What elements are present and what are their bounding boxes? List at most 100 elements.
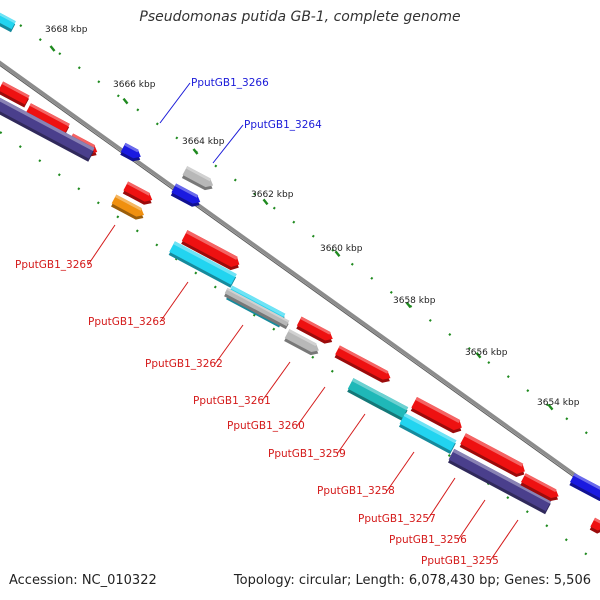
scale-tick (526, 389, 530, 393)
gene-feature (0, 81, 30, 108)
label-leader-line (87, 224, 116, 266)
scale-tick (116, 94, 120, 98)
scale-major-tick (192, 148, 199, 155)
gene-feature (334, 345, 391, 383)
label-leader-line (336, 413, 366, 455)
label-leader-line (386, 451, 415, 492)
scale-label: 3662 kbp (251, 190, 294, 200)
scale-tick (350, 262, 354, 266)
scale-tick (253, 192, 257, 196)
gene-features (0, 10, 600, 534)
scale-tick (77, 66, 81, 70)
scale-major-tick (334, 250, 341, 257)
scale-tick (272, 327, 276, 331)
gene-label: PputGB1_3265 (15, 259, 93, 271)
scale-tick (18, 145, 22, 149)
scale-label: 3656 kbp (465, 348, 508, 358)
gene-feature (120, 142, 141, 162)
scale-major-tick (405, 301, 412, 309)
scale-tick (155, 122, 159, 126)
scale-tick (564, 538, 568, 542)
scale-tick (213, 285, 217, 289)
scale-tick (252, 313, 256, 317)
scale-tick (292, 220, 296, 224)
gene-feature (181, 166, 214, 191)
gene-feature (589, 517, 600, 534)
gene-feature (520, 473, 559, 502)
gene-feature (122, 181, 153, 205)
gene-feature (224, 287, 290, 330)
gene-feature (347, 378, 409, 421)
scale-tick (272, 206, 276, 210)
scale-tick (214, 164, 218, 168)
gene-label: PputGB1_3266 (191, 77, 269, 89)
scale-tick (506, 496, 510, 500)
backbone-shadow (0, 65, 600, 497)
scale-label: 3660 kbp (320, 244, 363, 254)
gene-feature (448, 448, 552, 515)
label-leader-line (261, 361, 291, 402)
gene-feature (410, 397, 462, 434)
scale-tick (545, 524, 549, 528)
scale-tick (155, 243, 159, 247)
scale-tick (19, 24, 23, 28)
gene-feature (398, 413, 457, 454)
gene-feature (569, 473, 600, 502)
gene-feature (296, 316, 333, 344)
gene-feature (111, 194, 145, 220)
gene-feature (459, 433, 525, 477)
scale-tick (447, 454, 451, 458)
backbone (0, 60, 600, 497)
scale-tick (545, 403, 549, 407)
scale-tick (506, 375, 510, 379)
scale-label: 3654 kbp (537, 398, 580, 408)
label-leader-line (296, 386, 326, 427)
gene-feature (284, 329, 319, 356)
scale-tick (584, 552, 588, 556)
scale-major-tick (475, 352, 482, 359)
scale-tick (0, 131, 3, 135)
scale-tick (194, 271, 198, 275)
gene-label: PputGB1_3264 (244, 119, 322, 131)
scale-tick (77, 187, 81, 191)
gene-feature (25, 103, 70, 136)
gene-feature (168, 241, 237, 288)
scale-tick (370, 276, 374, 280)
scale-tick (96, 201, 100, 205)
scale-tick (97, 80, 101, 84)
scale-major-tick (262, 198, 269, 206)
scale-tick (448, 332, 452, 336)
label-leader-line (214, 324, 244, 365)
label-leader-line (489, 519, 519, 562)
scale-major-tick (122, 97, 129, 105)
scale-tick (487, 361, 491, 365)
label-leader-line (427, 477, 456, 520)
scale-tick (57, 173, 61, 177)
scale-tick (233, 178, 237, 182)
scale-major-tick (49, 45, 56, 52)
scale-tick (428, 318, 432, 322)
scale-tick (330, 369, 334, 373)
gene-label: PputGB1_3257 (358, 513, 436, 525)
gene-feature (0, 97, 95, 162)
gene-labels: PputGB1_3266PputGB1_3264PputGB1_3265Pput… (15, 77, 499, 567)
gene-label: PputGB1_3255 (421, 555, 499, 567)
scale-label: 3668 kbp (45, 25, 88, 35)
scale-tick (331, 248, 335, 252)
scale-tick (38, 159, 42, 163)
label-leaders (87, 82, 519, 562)
accession-text: Accession: NC_010322 (9, 573, 157, 588)
gene-feature (181, 230, 240, 271)
scale-tick (584, 431, 588, 435)
scale-tick (311, 234, 315, 238)
scale-tick (175, 136, 179, 140)
scale-tick (311, 355, 315, 359)
scale-label: 3664 kbp (182, 137, 225, 147)
scale-tick (389, 290, 393, 294)
gene-label: PputGB1_3263 (88, 316, 166, 328)
backbone-line (0, 60, 600, 495)
scale-tick (525, 510, 529, 514)
scale-label: 3658 kbp (393, 296, 436, 306)
